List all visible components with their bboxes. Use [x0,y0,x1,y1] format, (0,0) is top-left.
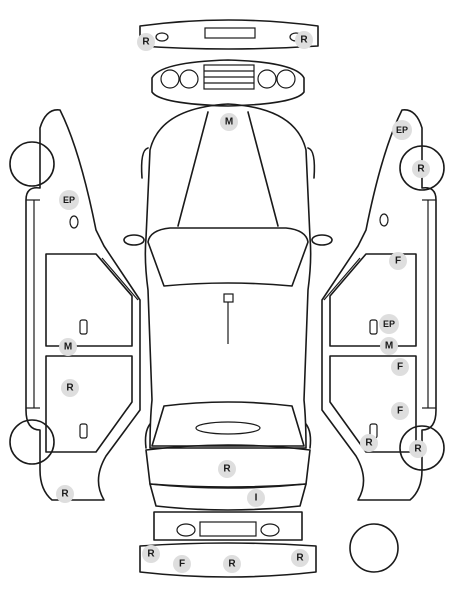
marker-right-front-fender: EP [392,120,412,140]
marker-bg [59,338,77,356]
marker-bg [391,402,409,420]
marker-code: R [228,559,236,570]
marker-bg [218,460,236,478]
marker-code: EP [396,125,408,135]
marker-bg [389,252,407,270]
marker-rear-bumper-right: R [291,549,309,567]
marker-bg [391,358,409,376]
marker-bg [137,33,155,51]
marker-bg [56,485,74,503]
trunk-rear-panel [145,444,311,511]
marker-code: R [142,37,150,48]
marker-rear-bumper-center-left: F [173,555,191,573]
marker-code: M [385,341,393,352]
front-bumper [139,19,319,50]
marker-bg [380,337,398,355]
marker-right-rear-door-lower: F [391,402,409,420]
marker-right-rear-door: F [391,358,409,376]
marker-bg [59,190,79,210]
left-side-view [9,109,141,501]
marker-front-bumper-right: R [295,31,313,49]
marker-bg [295,31,313,49]
marker-bg [247,489,265,507]
marker-code: R [61,489,69,500]
marker-code: F [397,406,403,417]
marker-bg [173,555,191,573]
right-side-view [321,109,445,501]
marker-bg [61,379,79,397]
marker-right-front-door: F [389,252,407,270]
car-body-top-view [123,103,333,449]
marker-code: R [417,164,425,175]
spare-wheel [349,523,399,573]
marker-code: I [255,493,258,504]
marker-bg [220,113,238,131]
marker-code: R [147,549,155,560]
marker-bg [142,545,160,563]
marker-code: R [66,383,74,394]
marker-code: R [296,553,304,564]
marker-left-sill: M [59,338,77,356]
marker-bg [409,440,427,458]
rear-lights [153,511,303,541]
marker-code: F [179,559,185,570]
marker-bg [360,434,378,452]
marker-left-rear-quarter: R [56,485,74,503]
marker-left-rear-door: R [61,379,79,397]
marker-hood: M [220,113,238,131]
marker-bg [223,555,241,573]
marker-bg [379,314,399,334]
marker-rear-bumper-center: R [223,555,241,573]
marker-code: EP [383,319,395,329]
marker-code: EP [63,195,75,205]
marker-front-bumper-left: R [137,33,155,51]
marker-bg [291,549,309,567]
marker-rear-bumper-left: R [142,545,160,563]
marker-left-front-fender: EP [59,190,79,210]
rear-bumper [139,542,317,578]
marker-right-rear-quarter: R [360,434,378,452]
marker-code: M [64,342,72,353]
marker-right-sill: M [380,337,398,355]
marker-bg [392,120,412,140]
marker-code: R [300,35,308,46]
marker-trunk-lid: R [218,460,236,478]
marker-code: R [414,444,422,455]
marker-code: R [365,438,373,449]
marker-right-rear-wheel: R [409,440,427,458]
marker-code: R [223,464,231,475]
marker-code: M [225,117,233,128]
marker-code: F [395,256,401,267]
marker-bg [412,160,430,178]
marker-rear-panel: I [247,489,265,507]
marker-right-front-wheel: R [412,160,430,178]
front-grille [151,59,305,107]
marker-right-front-door-lower: EP [379,314,399,334]
marker-code: F [397,362,403,373]
